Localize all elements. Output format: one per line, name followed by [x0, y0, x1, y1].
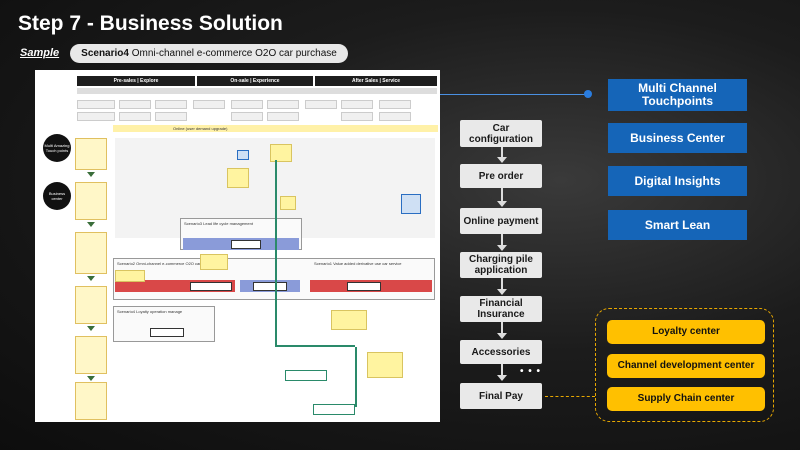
arrow-down-icon [497, 375, 507, 381]
flow-stem [501, 322, 503, 333]
supply-chain-center-node [313, 404, 355, 415]
insight-note [75, 232, 107, 274]
loyalty-center-box: Loyalty center [607, 320, 765, 344]
sticky-note [115, 270, 145, 282]
insight-note [75, 182, 107, 220]
scenario-omni-box: Scenario2 Omni-channel e-commerce O2O ca… [113, 258, 435, 300]
scenario-number: Scenario4 [81, 48, 129, 59]
solution-smart-lean: Smart Lean [608, 210, 747, 240]
device-node [401, 194, 421, 214]
flow-step-financial-insurance: Financial Insurance [460, 296, 542, 322]
dashed-connector [545, 396, 595, 397]
flow-stem [501, 188, 503, 201]
arrow-down-icon [497, 157, 507, 163]
journey-steps-row [77, 88, 437, 94]
loyalty-center-node [150, 328, 184, 337]
scenario-loyalty-title: Scenario4 Loyalty operation manage [117, 309, 183, 314]
channel-development-center-box: Channel development center [607, 354, 765, 378]
touchpoint-cell [119, 100, 151, 109]
flow-line [275, 345, 355, 347]
flow-stem [501, 147, 503, 157]
sticky-note [280, 196, 296, 210]
touchpoint-cell [267, 100, 299, 109]
touchpoint-cell [231, 112, 263, 121]
promotion-center-node [190, 282, 232, 291]
flow-step-online-payment: Online payment [460, 208, 542, 234]
touchpoint-cell [267, 112, 299, 121]
sticky-note [331, 310, 367, 330]
flow-step-final-pay: Final Pay [460, 383, 542, 409]
flow-step-charging-pile: Charging pile application [460, 252, 542, 278]
arrow-down-icon [87, 222, 95, 227]
flow-stem [501, 364, 503, 375]
solution-multi-channel-touchpoints: Multi Channel Touchpoints [608, 79, 747, 111]
flow-ellipsis: • • • [520, 366, 542, 377]
flow-stem [501, 234, 503, 245]
touchpoint-cell [155, 112, 187, 121]
insight-note [75, 138, 107, 170]
device-node [237, 150, 249, 160]
touchpoints-circle: Multi Amazing Touch points [43, 134, 71, 162]
online-strip-text: Online (user demand upgrade) [173, 126, 228, 131]
touchpoint-cell [305, 100, 337, 109]
member-node [347, 282, 381, 291]
scenario-value-title: Scenario1 Value added derivative use car… [314, 261, 402, 266]
touchpoint-cell [379, 100, 411, 109]
touchpoint-cell [77, 112, 115, 121]
flow-step-pre-order: Pre order [460, 164, 542, 188]
arrow-down-icon [497, 333, 507, 339]
scenario-pill: Scenario4 Omni-channel e-commerce O2O ca… [70, 44, 348, 63]
sticky-note [270, 144, 292, 162]
flow-step-car-configuration: Car configuration [460, 120, 542, 147]
scenario-diagram: Pre-sales | Explore On-sale | Experience… [35, 70, 440, 422]
touchpoint-cell [193, 100, 225, 109]
touchpoint-cell [341, 112, 373, 121]
business-center-circle: Business center [43, 182, 71, 210]
solution-digital-insights: Digital Insights [608, 166, 747, 196]
solution-business-center: Business Center [608, 123, 747, 153]
sample-label: Sample [20, 47, 60, 59]
touchpoint-cell [341, 100, 373, 109]
flow-line [355, 347, 357, 407]
touchpoint-cell [77, 100, 115, 109]
online-strip: Online (user demand upgrade) [113, 125, 438, 132]
flow-line [275, 160, 277, 345]
insight-note [75, 286, 107, 324]
touchpoints-connector [440, 94, 588, 95]
phase-onsale: On-sale | Experience [197, 76, 313, 86]
arrow-down-icon [87, 276, 95, 281]
scenario-omni-title: Scenario2 Omni-channel e-commerce O2O ca… [117, 261, 201, 266]
page-title: Step 7 - Business Solution [18, 12, 283, 35]
touchpoint-cell [231, 100, 263, 109]
flow-step-accessories: Accessories [460, 340, 542, 364]
arrow-down-icon [497, 201, 507, 207]
flow-stem [501, 278, 503, 289]
lead-center-node [231, 240, 261, 249]
touchpoint-cell [379, 112, 411, 121]
phase-presales: Pre-sales | Explore [77, 76, 195, 86]
sticky-note [227, 168, 249, 188]
connector-dot [584, 90, 592, 98]
sticky-note [367, 352, 403, 378]
arrow-down-icon [87, 172, 95, 177]
insight-note [75, 382, 107, 420]
arrow-down-icon [497, 245, 507, 251]
supply-chain-center-box: Supply Chain center [607, 387, 765, 411]
scenario-lead-title: Scenario3 Lead life cycle management [184, 221, 253, 226]
arrow-down-icon [87, 376, 95, 381]
scenario-text: Omni-channel e-commerce O2O car purchase [128, 48, 337, 59]
touchpoint-cell [119, 112, 151, 121]
centers-container [595, 308, 774, 422]
arrow-down-icon [497, 289, 507, 295]
touchpoint-cell [155, 100, 187, 109]
phase-aftersales: After Sales | Service [315, 76, 437, 86]
sticky-note [200, 254, 228, 270]
arrow-down-icon [87, 326, 95, 331]
channel-dev-center-node [285, 370, 327, 381]
order-center-node [253, 282, 287, 291]
insight-note [75, 336, 107, 374]
